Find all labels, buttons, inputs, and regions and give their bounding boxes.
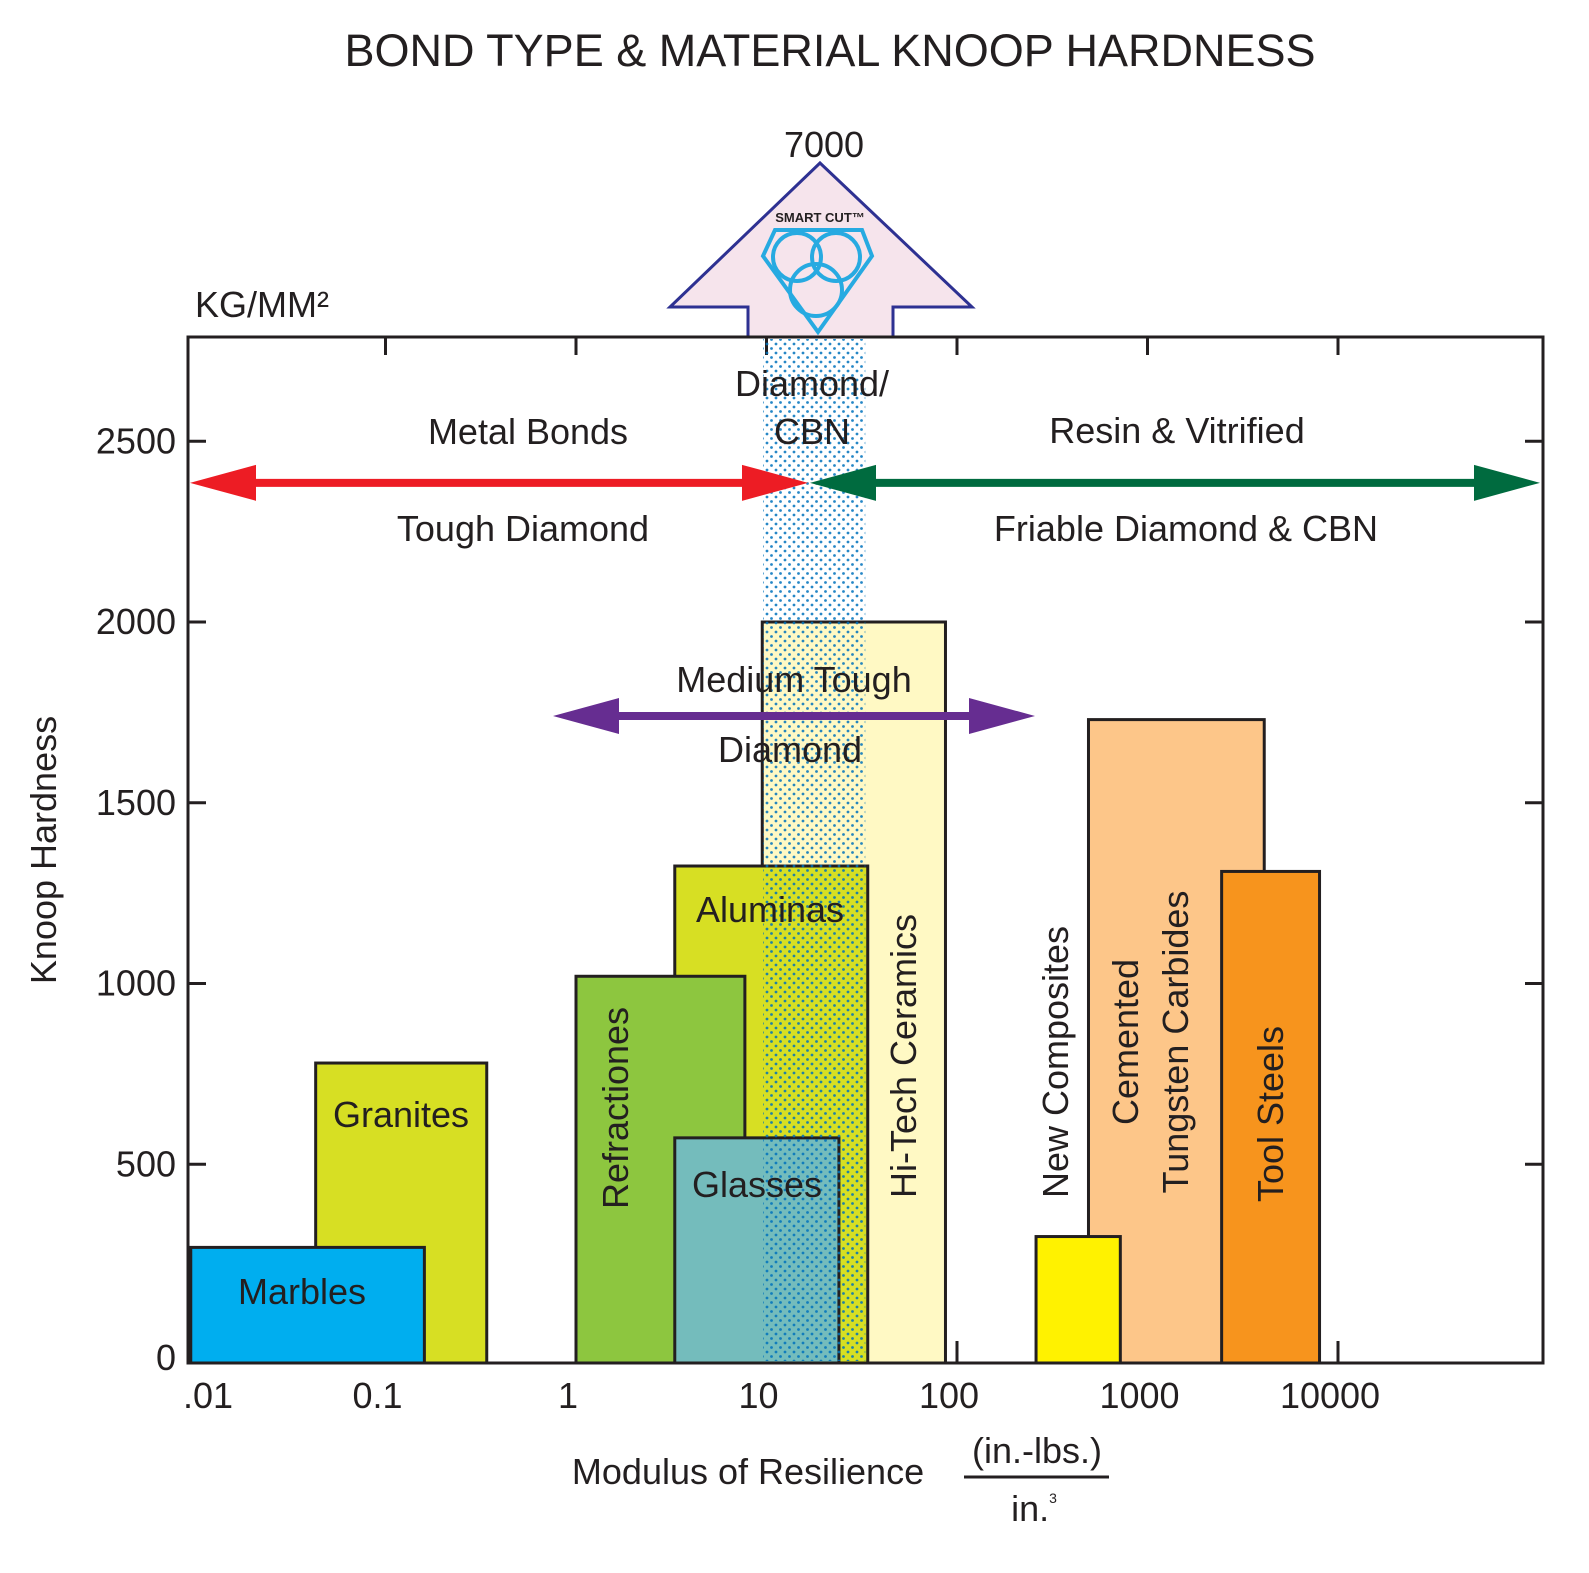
- bar-label-cemented: Cemented: [1105, 959, 1146, 1125]
- peak-value-label: 7000: [784, 124, 864, 165]
- x-tick-label: 100: [919, 1375, 979, 1416]
- y-tick-label: 1000: [96, 963, 176, 1004]
- y-tick-label: 1500: [96, 782, 176, 823]
- arrow-head-left: [810, 464, 876, 501]
- x-axis-unit-denominator: in.3: [1011, 1488, 1057, 1529]
- axis-ticks: 0 500 1000 1500 2000 2500 .01 0.1 1 10 100 1000 1000…: [96, 337, 1543, 1416]
- plot-frame: [186, 335, 1545, 1365]
- bar-tool-steels: [1220, 869, 1322, 1365]
- x-axis-title: Modulus of Resilience: [572, 1451, 924, 1492]
- bar-label-composites: New Composites: [1035, 926, 1076, 1198]
- medium-tough-label: Medium Tough: [676, 659, 911, 700]
- diamond-cbn-label-1: Diamond/: [735, 363, 889, 404]
- bar-marbles: [189, 1245, 426, 1365]
- friable-diamond-label: Friable Diamond & CBN: [994, 508, 1378, 549]
- y-tick-label: 2000: [96, 601, 176, 642]
- range-arrow-resin-vitrified: [810, 464, 1540, 501]
- arrow-head-left: [190, 464, 256, 501]
- bar-label-tungsten: Tungsten Carbides: [1155, 891, 1196, 1194]
- bar-label-hitech: Hi-Tech Ceramics: [883, 914, 924, 1198]
- x-tick-label: .01: [183, 1375, 233, 1416]
- bar-label-granites: Granites: [333, 1094, 469, 1135]
- diamond-cbn-label-2: CBN: [774, 411, 850, 452]
- x-tick-label: 10: [738, 1375, 778, 1416]
- tough-diamond-label: Tough Diamond: [397, 508, 649, 549]
- bar-label-aluminas: Aluminas: [696, 889, 844, 930]
- bar-label-glasses: Glasses: [692, 1164, 822, 1205]
- diamond-cbn-band: [763, 339, 866, 1361]
- range-arrow-metal-bonds: [190, 464, 808, 501]
- resin-vitrified-label: Resin & Vitrified: [1049, 410, 1304, 451]
- bar-label-toolsteels: Tool Steels: [1250, 1026, 1291, 1202]
- y-tick-label: 500: [116, 1143, 176, 1184]
- svg-text:SMART CUT™: SMART CUT™: [775, 210, 865, 225]
- x-tick-label: 1: [558, 1375, 578, 1416]
- y-tick-label: 0: [156, 1337, 176, 1378]
- chart-title: BOND TYPE & MATERIAL KNOOP HARDNESS: [344, 25, 1315, 76]
- bar-new-composites: [1034, 1235, 1122, 1365]
- y-tick-label: 2500: [96, 420, 176, 461]
- x-axis-unit-numerator: (in.-lbs.): [972, 1430, 1102, 1471]
- x-tick-label: 1000: [1099, 1375, 1179, 1416]
- arrow-head-right: [969, 697, 1035, 734]
- medium-diamond-label: Diamond: [718, 729, 862, 770]
- smart-cut-logo: SMART CUT™: [760, 210, 875, 336]
- range-arrows: [190, 464, 1540, 734]
- x-tick-label: 10000: [1280, 1375, 1380, 1416]
- arrow-head-right: [1474, 464, 1540, 501]
- bar-label-marbles: Marbles: [238, 1271, 366, 1312]
- range-arrow-medium-tough: [553, 697, 1035, 734]
- y-axis-title: Knoop Hardness: [23, 716, 64, 984]
- x-tick-label: 0.1: [352, 1375, 402, 1416]
- metal-bonds-label: Metal Bonds: [428, 411, 628, 452]
- arrow-head-left: [553, 697, 619, 734]
- arrow-head-right: [742, 464, 808, 501]
- y-unit-label: KG/MM²: [195, 284, 329, 325]
- bar-label-refractiones: Refractiones: [595, 1007, 636, 1209]
